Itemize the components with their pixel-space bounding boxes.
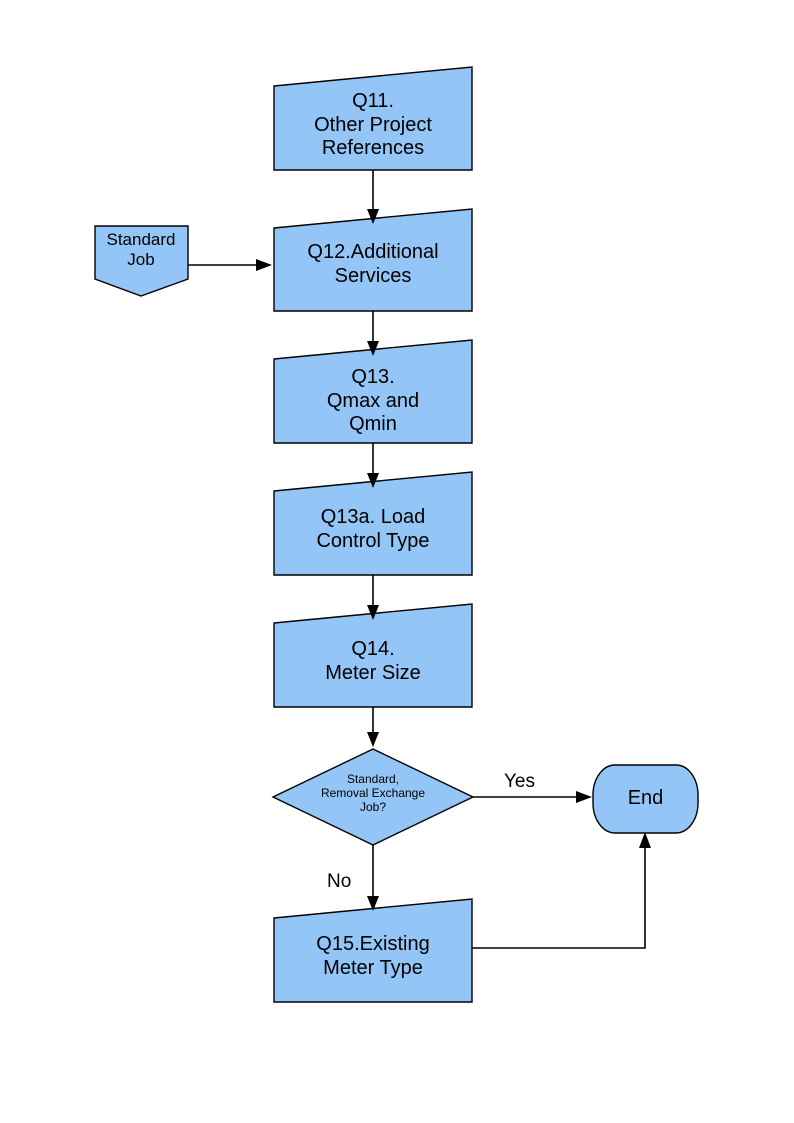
node-shape-q13[interactable] — [273, 339, 473, 444]
arrow-q11-to-q12 — [367, 209, 379, 224]
arrow-q15-to-end — [639, 832, 651, 848]
arrow-q14-to-decision — [367, 732, 379, 747]
edge-label-no: No — [327, 871, 352, 892]
arrow-standard-job-to-q12 — [256, 259, 272, 271]
arrow-decision-yes-to-end — [576, 791, 592, 803]
node-shape-q14[interactable] — [273, 603, 473, 708]
node-shape-q13a[interactable] — [273, 471, 473, 576]
node-shape-standard-job[interactable] — [94, 225, 189, 297]
node-shape-q11[interactable] — [273, 66, 473, 171]
connector-q15-to-end — [472, 846, 646, 949]
arrow-q13a-to-q14 — [367, 605, 379, 620]
node-shape-q12[interactable] — [273, 208, 473, 312]
arrow-q12-to-q13 — [367, 341, 379, 356]
node-shape-decision[interactable] — [271, 748, 475, 846]
node-shape-end[interactable] — [592, 764, 699, 834]
node-shape-q15[interactable] — [273, 898, 473, 1003]
edge-label-yes: Yes — [504, 771, 535, 792]
arrow-decision-no-to-q15 — [367, 896, 379, 911]
arrow-q13-to-q13a — [367, 473, 379, 488]
